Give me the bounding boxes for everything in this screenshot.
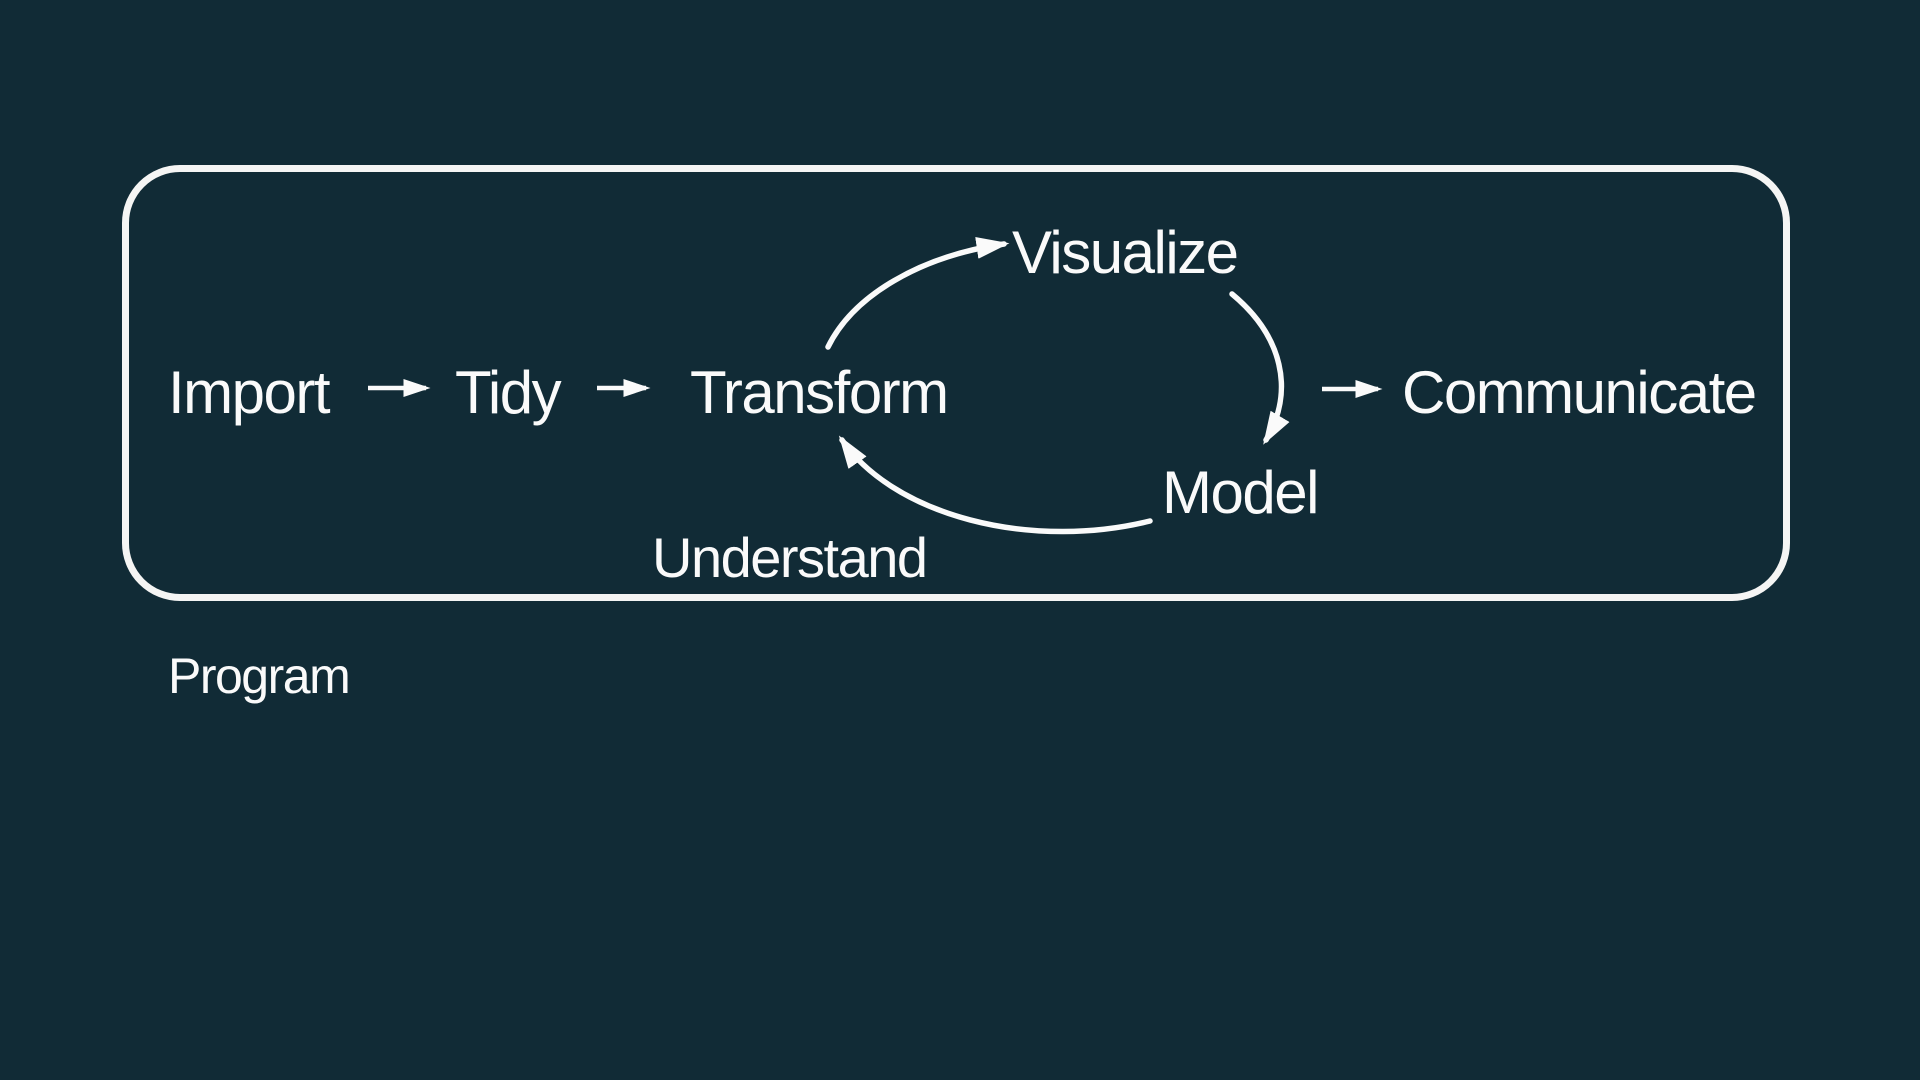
- program-box-outline: [122, 165, 1790, 601]
- node-communicate: Communicate: [1402, 359, 1757, 426]
- node-visualize: Visualize: [1012, 219, 1239, 286]
- node-model: Model: [1162, 459, 1319, 526]
- understand-cycle-label: Understand: [652, 526, 928, 589]
- node-tidy: Tidy: [455, 359, 562, 426]
- node-import: Import: [168, 359, 331, 426]
- node-transform: Transform: [690, 359, 949, 426]
- program-box-label: Program: [168, 648, 351, 704]
